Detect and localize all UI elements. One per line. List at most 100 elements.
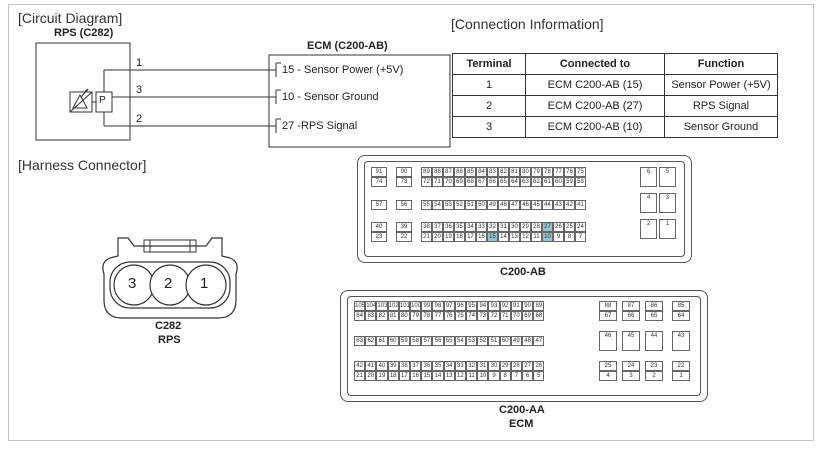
connector-pin-10: 10 — [542, 232, 553, 242]
connector-pin-56: 56 — [396, 200, 412, 210]
connector-pin-18: 18 — [387, 371, 399, 381]
ecm-pin-10-label: 10 - Sensor Ground — [282, 91, 379, 103]
connector-pin-30: 30 — [509, 222, 520, 232]
connector-pin-68: 68 — [533, 311, 545, 321]
connector-pin-28: 28 — [510, 361, 522, 371]
connector-pin-26: 26 — [553, 222, 564, 232]
connector-pin-79: 79 — [410, 311, 422, 321]
connector-pin-14: 14 — [498, 232, 509, 242]
connector-pin-43: 43 — [672, 331, 690, 351]
connector-pin-20: 20 — [432, 232, 443, 242]
connector-pin-8: 8 — [564, 232, 575, 242]
connector-pin-80: 80 — [520, 167, 531, 177]
connector-pin-96: 96 — [454, 301, 466, 311]
connector-pin-7: 7 — [575, 232, 586, 242]
connector-pin-66: 66 — [622, 311, 640, 321]
rps-pin-1: 1 — [136, 57, 143, 69]
connector-pin-41: 41 — [575, 200, 586, 210]
connector-pin-70: 70 — [510, 311, 522, 321]
connector-pin-6: 6 — [640, 167, 657, 187]
connector-pin-52: 52 — [477, 336, 489, 346]
connector-pin-45: 45 — [531, 200, 542, 210]
connector-pin-72: 72 — [488, 311, 500, 321]
rps-pin-2: 2 — [136, 113, 143, 125]
connector-pin-10: 10 — [477, 371, 489, 381]
connector-pin-75: 75 — [575, 167, 586, 177]
connector-pin-84: 84 — [354, 311, 366, 321]
connector-pin-44: 44 — [645, 331, 663, 351]
connector-pin-55: 55 — [421, 200, 432, 210]
connector-pin-35: 35 — [454, 222, 465, 232]
connector-pin-9: 9 — [553, 232, 564, 242]
connector-pin-48: 48 — [522, 336, 534, 346]
cell-terminal: 3 — [452, 116, 526, 138]
cell-connected-to: ECM C200-AB (10) — [525, 116, 665, 138]
connector-pin-55: 55 — [443, 336, 455, 346]
connector-pin-59: 59 — [398, 336, 410, 346]
connector-pin-99: 99 — [421, 301, 433, 311]
connector-pin-80: 80 — [398, 311, 410, 321]
connector-pin-67: 67 — [476, 177, 487, 187]
connector-pin-49: 49 — [487, 200, 498, 210]
connector-pin-62: 62 — [365, 336, 377, 346]
connector-pin-79: 79 — [531, 167, 542, 177]
cell-connected-to: ECM C200-AB (15) — [525, 74, 665, 96]
connector-pin-73: 73 — [396, 177, 412, 187]
connector-pin-49: 49 — [510, 336, 522, 346]
connector-pin-21: 21 — [421, 232, 432, 242]
connector-pin-5: 5 — [659, 167, 676, 187]
connector-pin-86: 86 — [645, 301, 663, 311]
connector-pin-19: 19 — [443, 232, 454, 242]
connector-pin-2: 2 — [645, 371, 663, 381]
connector-pin-24: 24 — [575, 222, 586, 232]
connector-pin-47: 47 — [509, 200, 520, 210]
connector-pin-70: 70 — [443, 177, 454, 187]
connector-pin-14: 14 — [432, 371, 444, 381]
rps-box — [35, 42, 131, 141]
connector-pin-30: 30 — [488, 361, 500, 371]
ecm-terminal-15 — [275, 62, 281, 77]
rps-title: RPS (C282) — [54, 27, 114, 39]
connector-pin-12: 12 — [520, 232, 531, 242]
c282-name: C282 — [155, 320, 182, 332]
connector-pin-88: 88 — [599, 301, 617, 311]
connector-pin-71: 71 — [499, 311, 511, 321]
ecm-box — [268, 54, 451, 148]
connector-pin-20: 20 — [365, 371, 377, 381]
connector-pin-44: 44 — [542, 200, 553, 210]
connector-pin-23: 23 — [645, 361, 663, 371]
connector-pin-39: 39 — [396, 222, 412, 232]
connector-pin-50: 50 — [476, 200, 487, 210]
connector-pin-38: 38 — [421, 222, 432, 232]
connector-pin-85: 85 — [465, 167, 476, 177]
connector-pin-40: 40 — [376, 361, 388, 371]
circuit-diagram-title: [Circuit Diagram] — [18, 10, 123, 26]
connector-pin-3: 3 — [659, 193, 676, 213]
harness-connector-title: [Harness Connector] — [18, 157, 147, 173]
cell-function: Sensor Power (+5V) — [664, 74, 778, 96]
connector-pin-25: 25 — [599, 361, 617, 371]
connector-pin-92: 92 — [499, 301, 511, 311]
connector-pin-90: 90 — [396, 167, 412, 177]
connector-pin-102: 102 — [387, 301, 399, 311]
connector-pin-82: 82 — [498, 167, 509, 177]
connector-pin-5: 5 — [533, 371, 545, 381]
connector-pin-34: 34 — [443, 361, 455, 371]
connector-pin-98: 98 — [432, 301, 444, 311]
connector-pin-62: 62 — [531, 177, 542, 187]
c282-component: RPS — [158, 334, 181, 346]
cell-connected-to: ECM C200-AB (27) — [525, 95, 665, 117]
connector-pin-38: 38 — [398, 361, 410, 371]
connector-pin-31: 31 — [498, 222, 509, 232]
connector-pin-33: 33 — [476, 222, 487, 232]
connector-pin-77: 77 — [432, 311, 444, 321]
connector-pin-65: 65 — [498, 177, 509, 187]
connector-pin-32: 32 — [487, 222, 498, 232]
connector-pin-67: 67 — [599, 311, 617, 321]
connector-pin-89: 89 — [421, 167, 432, 177]
rps-sensor-symbol — [69, 69, 130, 127]
connector-pin-84: 84 — [476, 167, 487, 177]
connector-pin-53: 53 — [466, 336, 478, 346]
connector-pin-60: 60 — [553, 177, 564, 187]
